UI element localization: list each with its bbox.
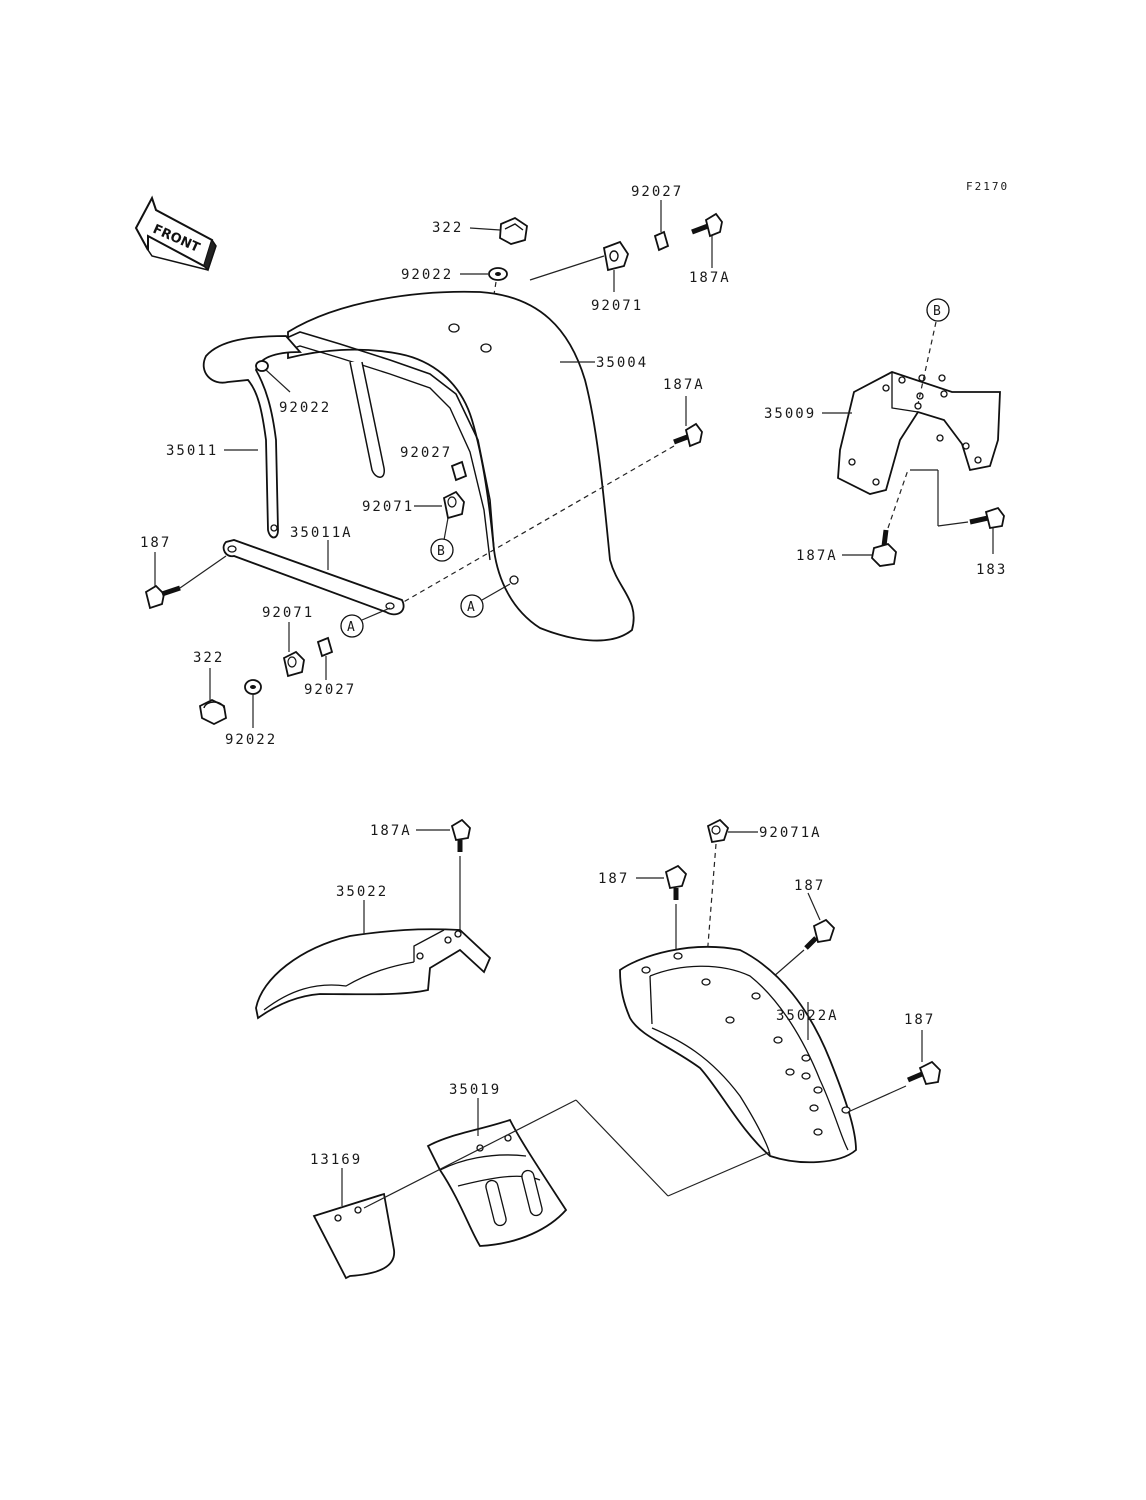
collar-icon <box>316 636 334 658</box>
part-187A-mid: 187A <box>663 377 705 393</box>
part-92027-mid: 92027 <box>400 445 452 461</box>
part-322-top: 322 <box>432 220 463 236</box>
part-187A-top: 187A <box>689 270 731 286</box>
part-92071-top: 92071 <box>591 298 643 314</box>
part-183: 183 <box>976 562 1007 578</box>
part-187A-right: 187A <box>796 548 838 564</box>
bolt-icon <box>804 918 836 950</box>
cap-nut-icon <box>199 698 227 726</box>
svg-text:A: A <box>467 600 475 615</box>
part-35004: 35004 <box>596 355 648 371</box>
bolt-icon <box>664 864 688 900</box>
washer-icon <box>244 679 262 695</box>
part-13169: 13169 <box>310 1152 362 1168</box>
part-35022: 35022 <box>336 884 388 900</box>
part-35009: 35009 <box>764 406 816 422</box>
front-direction-arrow-icon: FRONT <box>134 195 217 272</box>
figure-code: F2170 <box>966 180 1009 193</box>
bolt-icon <box>450 818 471 852</box>
part-92022-low: 92022 <box>225 732 277 748</box>
bolt-icon <box>969 506 1005 530</box>
part-35019: 35019 <box>449 1082 501 1098</box>
svg-text:A: A <box>347 620 355 635</box>
part-92071-mid: 92071 <box>362 499 414 515</box>
part-187-b: 187 <box>794 878 825 894</box>
part-92027-low: 92027 <box>304 682 356 698</box>
part-187A-front: 187A <box>370 823 412 839</box>
mud-flap-icon <box>312 1192 395 1280</box>
bolt-icon <box>907 1060 941 1086</box>
mounting-bracket-icon <box>837 371 1001 495</box>
callout-a: A <box>460 594 484 618</box>
bolt-icon <box>871 529 897 567</box>
mud-flap-bracket-icon <box>426 1118 568 1247</box>
grommet-icon <box>706 818 730 844</box>
collar-icon <box>450 460 468 482</box>
collar-icon <box>653 230 670 252</box>
grommet-icon <box>442 490 465 520</box>
part-92027-top: 92027 <box>631 184 683 200</box>
callout-b: B <box>430 538 454 562</box>
svg-text:B: B <box>437 544 445 559</box>
washer-icon <box>488 267 508 281</box>
part-35011A: 35011A <box>290 525 353 541</box>
part-92071-low: 92071 <box>262 605 314 621</box>
front-fender-icon <box>255 928 492 1020</box>
part-92022-top: 92022 <box>401 267 453 283</box>
svg-text:B: B <box>933 304 941 319</box>
part-187-a: 187 <box>598 871 629 887</box>
grommet-icon <box>282 650 305 678</box>
bolt-icon <box>144 584 181 610</box>
bolt-icon <box>691 212 723 238</box>
callout-b: B <box>926 298 950 322</box>
bolt-icon <box>673 422 703 448</box>
front-fender-icon <box>619 946 857 1164</box>
part-35011: 35011 <box>166 443 218 459</box>
part-322-low: 322 <box>193 650 224 666</box>
fender-bracket-icon <box>202 335 385 539</box>
callout-a: A <box>340 614 364 638</box>
rear-fender-icon <box>281 290 635 642</box>
cap-nut-icon <box>499 216 528 245</box>
part-187-left: 187 <box>140 535 171 551</box>
part-92071A: 92071A <box>759 825 822 841</box>
grommet-icon <box>602 240 629 272</box>
part-35022A: 35022A <box>776 1008 839 1024</box>
part-92022-mid: 92022 <box>279 400 331 416</box>
fender-stay-icon <box>222 539 405 616</box>
part-187-c: 187 <box>904 1012 935 1028</box>
